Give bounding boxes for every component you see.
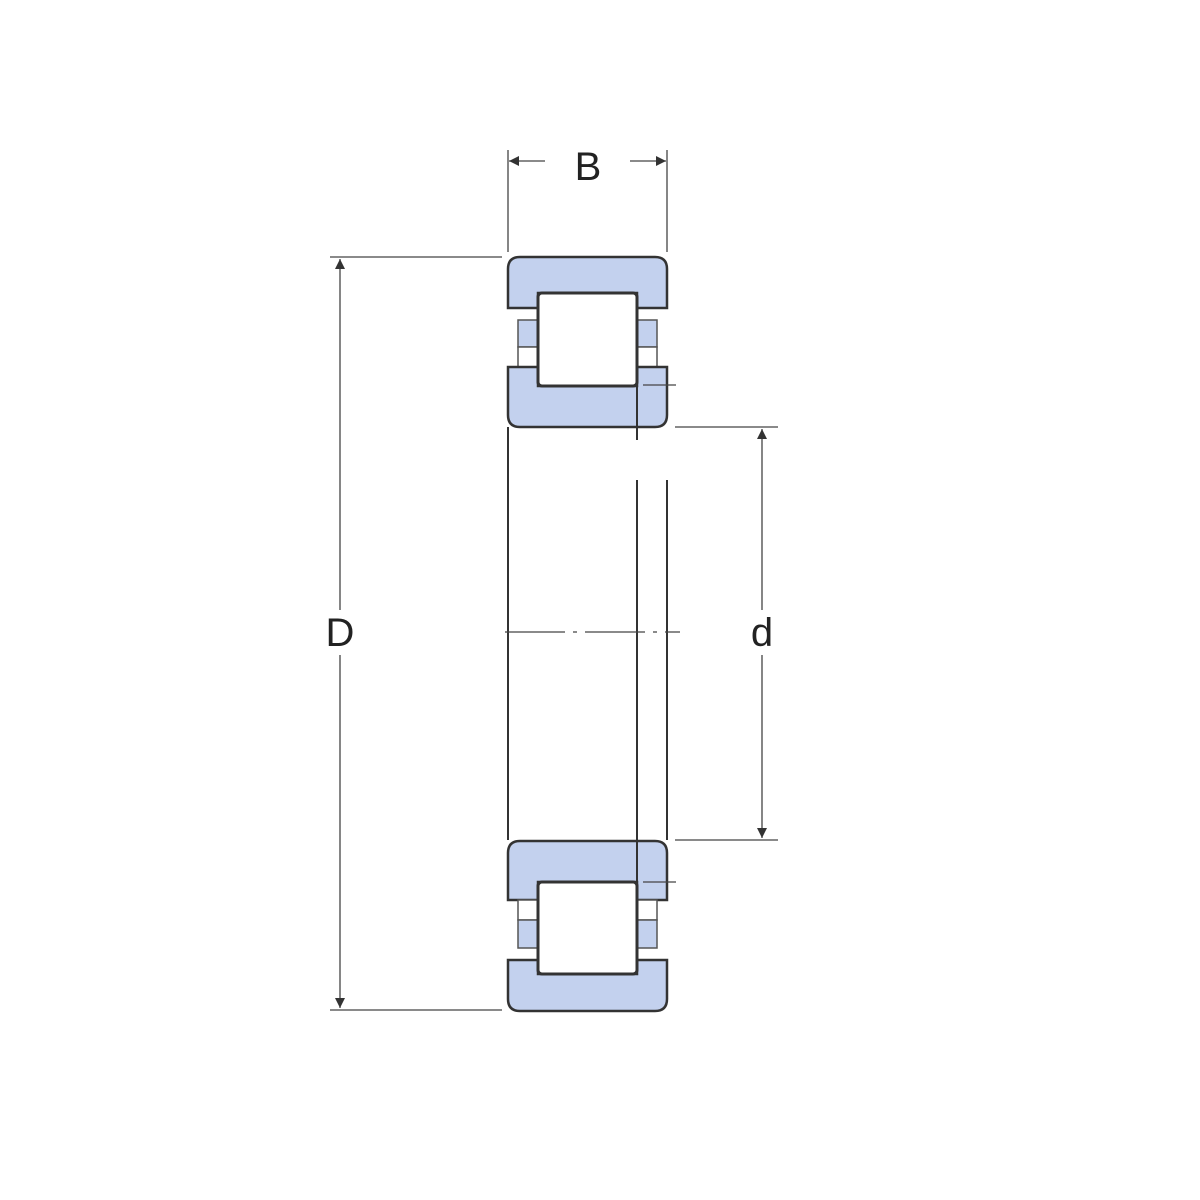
- outer-diameter-dimension: D: [326, 256, 502, 1011]
- top-cross-section: [506, 255, 676, 432]
- cage-right-top: [636, 319, 658, 348]
- width-dimension: B: [507, 145, 668, 252]
- width-label: B: [575, 145, 602, 189]
- bore-diameter-dimension: d: [675, 426, 778, 841]
- roller-top: [536, 291, 639, 388]
- bore-diameter-label: d: [751, 611, 773, 655]
- bottom-cross-section: [506, 839, 676, 1013]
- cage-left-top: [517, 319, 539, 348]
- cage-left-bottom: [517, 919, 539, 949]
- outer-ring-top: [506, 255, 669, 310]
- cage-right-bottom: [636, 919, 658, 949]
- roller-bottom: [536, 880, 639, 976]
- inner-ring-top: [506, 365, 669, 429]
- outer-diameter-label: D: [326, 611, 355, 655]
- outer-ring-bottom: [506, 958, 669, 1013]
- bore-outline: [505, 427, 680, 840]
